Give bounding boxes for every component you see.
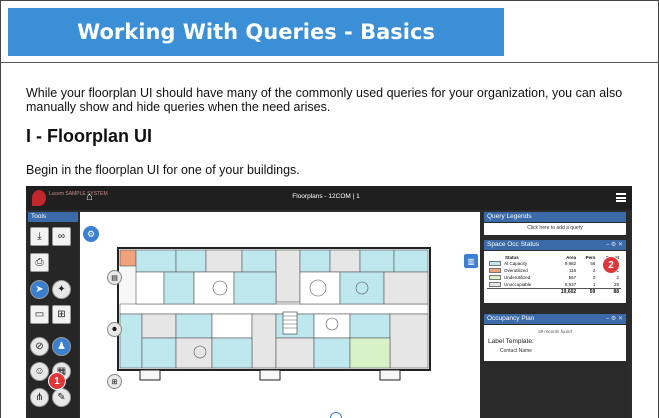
callout-badge-2: 2 — [602, 256, 620, 274]
total-area: 19,602 — [551, 287, 579, 295]
row-pers: 0 — [592, 275, 596, 280]
col-status: Status — [505, 255, 519, 260]
col-area: Area — [566, 255, 577, 260]
floorplan-drawing — [80, 212, 480, 418]
swatch-at-capacity — [489, 261, 501, 267]
occupancy-plan-controls[interactable]: – ⚙ ✕ — [605, 316, 623, 322]
select-cursor-icon[interactable]: ➤ — [30, 280, 49, 299]
intro-paragraph: While your floorplan UI should have many… — [26, 86, 623, 114]
space-occ-title: Space Occ Status — [487, 241, 540, 248]
records-found: 59 records found — [538, 329, 572, 334]
layers-icon[interactable]: ▤ — [107, 270, 122, 285]
grid-icon[interactable]: ⊞ — [107, 374, 122, 389]
add-query-link[interactable]: Click here to add a query — [527, 225, 583, 231]
table-total-row: 19,602 59 88 — [487, 287, 621, 295]
table-row: Underutilized 567 0 2 — [487, 274, 621, 281]
page-banner: Working With Queries - Basics — [8, 8, 504, 56]
row-area: 116 — [569, 268, 577, 273]
row-name: Unoccupiable — [504, 281, 532, 287]
section-heading: I - Floorplan UI — [26, 126, 152, 146]
label-template: Label Template: — [488, 338, 534, 345]
scroll-indicator — [330, 412, 342, 418]
row-area: 8,937 — [564, 281, 577, 287]
row-name: Overutilized — [504, 267, 528, 273]
logo-text: Lucem SAMPLE SYSTEM — [49, 191, 108, 197]
col-pers: Pers — [585, 255, 596, 260]
row-pers: 1 — [592, 281, 596, 287]
row-pers: 56 — [590, 261, 596, 266]
space-occ-controls[interactable]: – ⚙ ✕ — [605, 242, 623, 248]
row-count: 2 — [616, 275, 619, 280]
row-name: Underutilized — [504, 274, 531, 280]
banner-divider — [0, 62, 659, 63]
swatch-overutilized — [489, 268, 501, 274]
row-area: 567 — [568, 275, 577, 280]
app-title: Floorplans - 12COM | 1 — [292, 193, 360, 200]
link-icon[interactable]: ∞ — [52, 227, 71, 246]
swatch-unoccupiable — [489, 281, 501, 287]
space-occ-header: Space Occ Status – ⚙ ✕ — [484, 240, 626, 250]
print-icon[interactable]: ⎙ — [30, 253, 49, 272]
floor-icon[interactable]: ⊞ — [52, 305, 71, 324]
row-count: 29 — [613, 281, 619, 287]
total-pers: 59 — [578, 287, 598, 295]
row-area: 9,982 — [564, 261, 577, 266]
download-icon[interactable]: ⤓ — [30, 227, 49, 246]
pointer-icon[interactable]: ✦ — [52, 280, 71, 299]
callout-badge-1: 1 — [48, 372, 66, 390]
home-icon[interactable]: ⌂ — [86, 191, 93, 203]
settings-gear-icon[interactable]: ⚙ — [83, 226, 99, 242]
section-text: Begin in the floorplan UI for one of you… — [26, 163, 300, 177]
hamburger-menu-icon[interactable] — [616, 193, 626, 202]
app-topbar: Lucem SAMPLE SYSTEM ⌂ Floorplans - 12COM… — [26, 186, 632, 210]
swatch-underutilized — [489, 275, 501, 281]
space-occ-table: Status Area Pers Count At Capacity 9,982… — [487, 255, 621, 295]
pen-icon[interactable]: ✎ — [52, 388, 71, 407]
map-icon[interactable]: ▥ — [464, 254, 478, 268]
occupancy-plan-title: Occupancy Plan — [487, 315, 535, 322]
floorplan-map[interactable]: ⚙ ▤ ☻ ⊞ ▥ — [80, 212, 480, 418]
tools-label: Tools — [28, 212, 78, 222]
total-count: 88 — [597, 287, 621, 295]
tools-panel: Tools ⤓ ∞ ⎙ ➤ ✦ ▭ ⊞ ⊘ ♟ ☺ ▦ ⋔ ✎ — [28, 212, 78, 418]
contact-name-option[interactable]: Contact Name — [500, 348, 532, 354]
app-screenshot: Lucem SAMPLE SYSTEM ⌂ Floorplans - 12COM… — [26, 186, 632, 418]
row-pers: 2 — [592, 268, 596, 273]
table-row: Unoccupiable 8,937 1 29 — [487, 281, 621, 288]
query-legends-panel: Query Legends Click here to add a query … — [482, 212, 628, 418]
person-icon[interactable]: ♟ — [52, 337, 71, 356]
hierarchy-icon[interactable]: ⋔ — [30, 388, 49, 407]
row-name: At Capacity — [504, 260, 528, 266]
table-row: Overutilized 116 2 1 — [487, 267, 621, 274]
room-icon[interactable]: ▭ — [30, 305, 49, 324]
add-query-bar[interactable]: Click here to add a query — [484, 223, 626, 235]
logo-icon — [32, 190, 46, 206]
block-icon[interactable]: ⊘ — [30, 337, 49, 356]
query-legends-header: Query Legends — [484, 212, 626, 222]
occupancy-plan-body: 59 records found Label Template: Contact… — [484, 325, 626, 361]
people-icon[interactable]: ☺ — [30, 362, 49, 381]
occupancy-plan-header: Occupancy Plan – ⚙ ✕ — [484, 314, 626, 324]
group-icon[interactable]: ☻ — [107, 322, 122, 337]
table-row: At Capacity 9,982 56 56 — [487, 260, 621, 267]
